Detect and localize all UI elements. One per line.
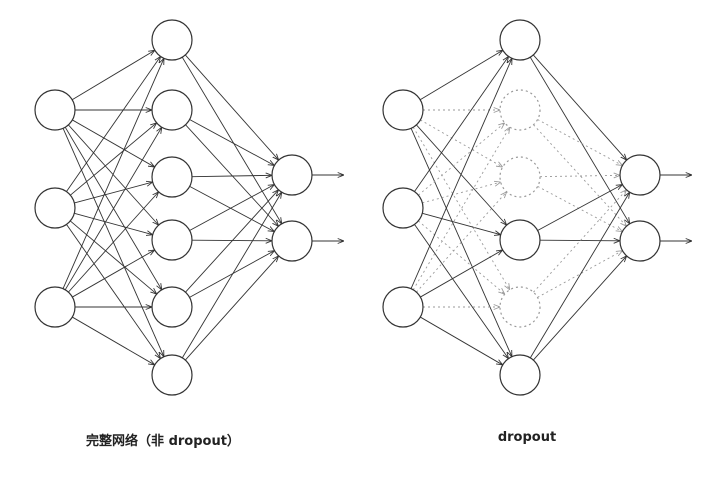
hidden-node-full-4 — [151, 286, 193, 328]
connection-dropout-l1-2-1 — [537, 186, 623, 231]
connection-full-l1-3-0 — [189, 185, 275, 231]
connection-dropout-l1-5-0 — [529, 192, 629, 359]
hidden-node-dropout-0 — [499, 19, 541, 61]
connection-dropout-l1-4-1 — [537, 251, 623, 298]
connection-dropout-l1-1-0 — [537, 119, 623, 166]
dropout-network-caption: dropout — [497, 430, 557, 445]
input-node-full-2 — [34, 286, 76, 328]
connection-full-l0-0-3 — [68, 124, 158, 225]
connection-full-l0-1-1 — [70, 123, 156, 196]
connection-full-l0-0-2 — [72, 119, 154, 167]
connection-full-l1-2-1 — [189, 186, 275, 231]
connection-dropout-l0-1-4 — [417, 220, 504, 294]
hidden-node-dropout-3 — [499, 219, 541, 261]
hidden-node-full-5 — [151, 354, 193, 396]
hidden-node-dropout-5 — [499, 354, 541, 396]
connection-full-l0-1-3 — [74, 212, 152, 234]
connection-dropout-l0-0-3 — [416, 124, 506, 225]
connection-full-l1-0-0 — [184, 54, 278, 160]
connection-full-l1-4-0 — [185, 190, 278, 293]
connection-dropout-l0-2-5 — [420, 316, 502, 365]
connection-full-l1-1-1 — [185, 124, 279, 227]
connection-dropout-l0-1-2 — [422, 182, 500, 204]
connection-full-l1-4-1 — [189, 251, 275, 298]
output-node-full-1 — [271, 220, 313, 262]
connection-dropout-l0-1-3 — [422, 212, 500, 234]
full-network-caption: 完整网络（非 dropout） — [86, 434, 240, 449]
connection-dropout-l0-0-0 — [419, 50, 503, 101]
input-node-dropout-1 — [382, 187, 424, 229]
connection-full-l1-5-1 — [185, 256, 278, 361]
connection-dropout-l0-1-0 — [414, 56, 508, 192]
connection-full-l0-2-3 — [72, 250, 154, 298]
input-node-dropout-0 — [382, 89, 424, 131]
full-network — [34, 19, 344, 396]
connection-dropout-l0-0-4 — [412, 126, 510, 290]
hidden-node-full-2 — [151, 156, 193, 198]
connection-dropout-l0-1-1 — [418, 123, 504, 196]
connection-dropout-l1-4-0 — [533, 190, 626, 293]
connection-full-l1-2-0 — [191, 175, 272, 176]
connection-full-l0-0-0 — [71, 50, 155, 101]
connection-full-l1-0-1 — [181, 56, 281, 224]
connection-dropout-l1-2-0 — [539, 175, 620, 176]
connection-dropout-l1-3-1 — [539, 240, 620, 241]
dropout-network — [382, 19, 692, 396]
hidden-node-full-3 — [151, 219, 193, 261]
connection-dropout-l1-3-0 — [537, 185, 623, 231]
connection-dropout-l1-0-1 — [529, 56, 629, 224]
connection-full-l0-1-4 — [69, 220, 156, 294]
connection-dropout-l0-0-5 — [410, 128, 512, 356]
output-node-dropout-0 — [619, 154, 661, 196]
connection-dropout-l0-2-0 — [410, 58, 512, 289]
hidden-node-dropout-4-dropped — [499, 286, 541, 328]
connection-full-l0-1-0 — [66, 56, 160, 192]
connection-full-l0-2-5 — [72, 316, 154, 365]
connection-full-l1-1-0 — [189, 119, 275, 166]
connection-full-l0-2-1 — [64, 127, 162, 291]
connection-dropout-l0-1-5 — [414, 224, 508, 358]
input-node-full-1 — [34, 187, 76, 229]
connection-full-l0-2-2 — [68, 192, 158, 293]
connection-dropout-l0-0-2 — [420, 119, 502, 167]
input-node-dropout-2 — [382, 286, 424, 328]
input-node-full-0 — [34, 89, 76, 131]
connection-full-l1-5-0 — [181, 192, 281, 359]
hidden-node-dropout-2-dropped — [499, 156, 541, 198]
connection-dropout-l1-5-1 — [533, 256, 626, 361]
connection-dropout-l0-2-3 — [420, 250, 502, 298]
hidden-node-full-1 — [151, 89, 193, 131]
output-node-full-0 — [271, 154, 313, 196]
connection-full-l0-2-0 — [62, 58, 164, 289]
connection-full-l0-1-2 — [74, 182, 152, 204]
connection-full-l0-1-5 — [66, 224, 160, 358]
connection-dropout-l0-2-1 — [412, 127, 510, 291]
hidden-node-dropout-1-dropped — [499, 89, 541, 131]
hidden-node-full-0 — [151, 19, 193, 61]
output-node-dropout-1 — [619, 220, 661, 262]
connection-dropout-l1-0-0 — [532, 54, 626, 160]
